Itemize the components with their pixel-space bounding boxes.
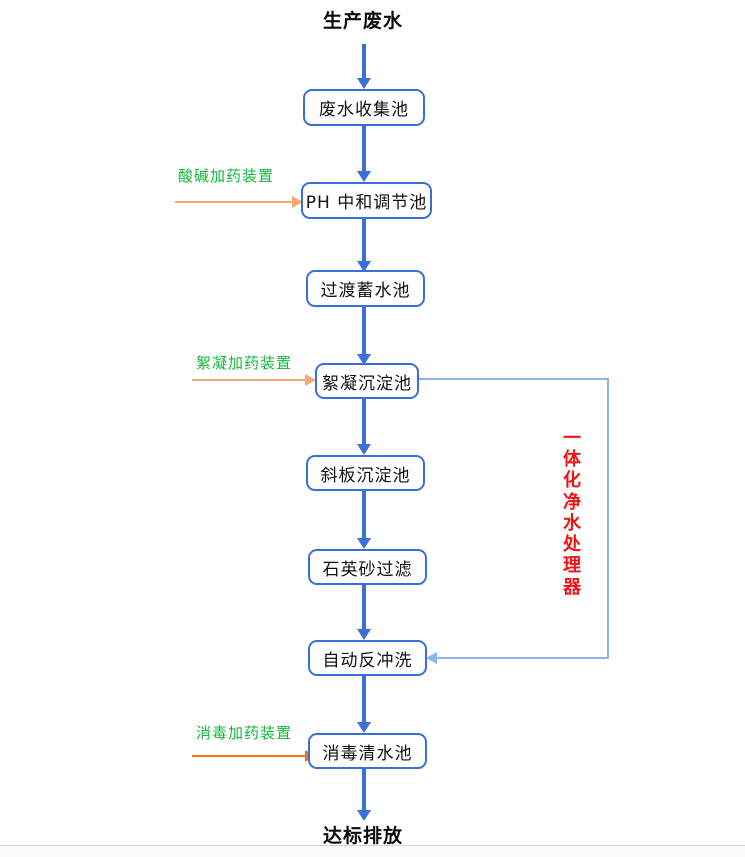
dosing-arrow-acid-base	[175, 196, 303, 208]
dosing-label-flocculant: 絮凝加药装置	[196, 354, 293, 372]
node-transit-reservoir-label: 过渡蓄水池	[320, 281, 411, 301]
node-disinfection-clearwater-tank-label: 消毒清水池	[322, 743, 413, 764]
node-collect-label: 废水收集池	[319, 100, 409, 120]
annotation-char-3: 化	[563, 470, 581, 492]
annotation-char-1: 一	[563, 428, 581, 449]
annotation-char-6: 处	[563, 534, 581, 556]
node-flocculation-tank[interactable]: 絮凝沉淀池	[315, 363, 419, 399]
node-collect[interactable]: 废水收集池	[303, 89, 425, 126]
outlet-label: 达标排放	[322, 825, 403, 847]
recycle-loop-arrowhead	[426, 652, 437, 664]
dosing-arrow-disinfectant	[192, 750, 316, 762]
flow-arrow-quartz-to-backwash	[357, 585, 371, 640]
annotation-integrated-water-treatment: 一 体 化 净 水 处 理 器	[560, 428, 584, 598]
recycle-loop-right-segment	[607, 378, 609, 659]
node-flocculation-tank-label: 絮凝沉淀池	[322, 373, 412, 394]
footer-divider	[0, 845, 745, 846]
node-quartz-sand-filter[interactable]: 石英砂过滤	[308, 549, 427, 585]
flow-arrow-incline-to-quartz	[357, 491, 371, 549]
dosing-arrow-flocculant	[192, 374, 316, 386]
node-auto-backwash[interactable]: 自动反冲洗	[308, 640, 427, 676]
flow-arrow-floc-to-incline	[357, 399, 371, 455]
node-inclined-plate-tank[interactable]: 斜板沉淀池	[306, 455, 425, 491]
flow-arrow-inlet-to-collect	[357, 44, 371, 89]
node-ph-neutralization-label: PH 中和调节池	[305, 193, 428, 213]
flow-arrow-collect-to-ph	[357, 126, 371, 182]
inlet-label: 生产废水	[322, 10, 403, 32]
recycle-loop-bottom-segment	[437, 657, 609, 659]
annotation-char-4: 净	[563, 491, 581, 513]
footer-band	[0, 846, 745, 857]
annotation-char-5: 水	[563, 512, 581, 534]
node-quartz-sand-filter-label: 石英砂过滤	[322, 559, 413, 580]
flow-arrow-ph-to-transit	[357, 219, 371, 272]
node-transit-reservoir[interactable]: 过渡蓄水池	[306, 270, 425, 307]
node-auto-backwash-label: 自动反冲洗	[322, 650, 413, 671]
annotation-char-7: 理	[563, 555, 581, 577]
annotation-char-8: 器	[563, 576, 581, 598]
node-ph-neutralization[interactable]: PH 中和调节池	[301, 182, 432, 219]
recycle-loop-top-segment	[419, 378, 609, 380]
flow-arrow-transit-to-floc	[357, 307, 371, 365]
flow-arrow-disinfect-to-outlet	[357, 769, 371, 821]
dosing-label-disinfectant: 消毒加药装置	[196, 724, 293, 742]
node-inclined-plate-tank-label: 斜板沉淀池	[320, 465, 411, 486]
annotation-char-2: 体	[563, 449, 581, 471]
dosing-label-acid-base: 酸碱加药装置	[178, 167, 275, 185]
node-disinfection-clearwater-tank[interactable]: 消毒清水池	[308, 733, 427, 769]
flow-arrow-backwash-to-disinfect	[357, 676, 371, 733]
